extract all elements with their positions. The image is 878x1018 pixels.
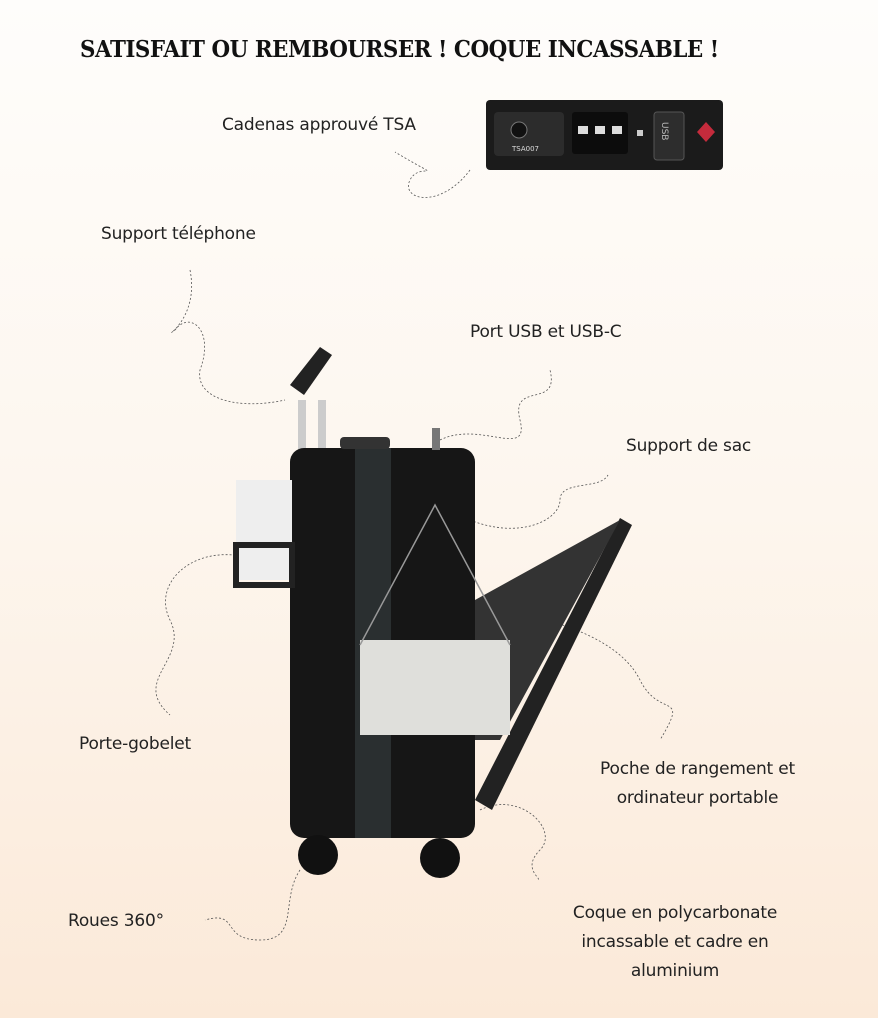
label-line: Coque en polycarbonate <box>572 903 778 923</box>
label-line: ordinateur portable <box>616 788 779 808</box>
label-phone-holder: Support téléphone <box>101 224 256 244</box>
label-tsa-lock: Cadenas approuvé TSA <box>222 115 416 135</box>
lock-usb-text: USB <box>659 122 669 140</box>
tsa-lock-image: TSA007 USB <box>486 100 723 170</box>
label-cup-holder: Porte-gobelet <box>79 734 191 754</box>
label-usb-port: Port USB et USB-C <box>470 322 622 342</box>
dotted-paths <box>155 151 674 941</box>
label-wheels: Roues 360° <box>68 911 164 931</box>
lock-model-text: TSA007 <box>511 145 539 153</box>
label-line: aluminium <box>630 961 720 981</box>
suitcase <box>233 347 632 878</box>
label-storage-pocket: Poche de rangement et ordinateur portabl… <box>580 755 815 813</box>
label-shell: Coque en polycarbonate incassable et cad… <box>550 899 800 986</box>
label-line: Poche de rangement et <box>600 759 795 779</box>
label-line: incassable et cadre en <box>581 932 769 952</box>
label-bag-holder: Support de sac <box>626 436 752 456</box>
page-title: SATISFAIT OU REMBOURSER ! COQUE INCASSAB… <box>80 36 719 63</box>
